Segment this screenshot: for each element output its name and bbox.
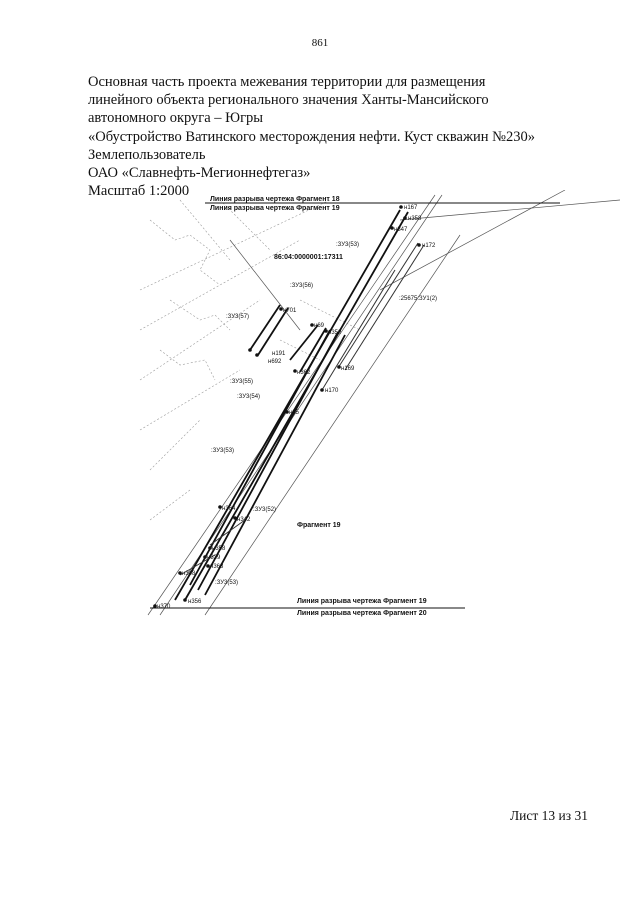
header-line-2: линейного объекта регионального значения… <box>88 92 489 109</box>
point-label: н370 <box>157 604 171 610</box>
parcel-label: :ЗУ3(54) <box>237 394 260 400</box>
page-number: 861 <box>311 37 329 49</box>
point-label: н356 <box>188 599 202 605</box>
sheet-number: Лист 13 из 31 <box>510 808 588 823</box>
break-line-18-label: Линия разрыва чертежа Фрагмент 18 <box>210 196 340 203</box>
point-label: н358 <box>212 546 226 552</box>
cadastral-number: 86:04:0000001:17311 <box>274 254 343 261</box>
parcel-label: :ЗУ3(53) <box>336 242 359 248</box>
point-label: н350 <box>328 330 342 336</box>
header-line-6: ОАО «Славнефть-Мегионнефтегаз» <box>88 165 311 182</box>
parcel-label: :ЗУ3(53) <box>215 580 238 586</box>
point-label: н172 <box>422 243 436 249</box>
header-line-5: Землепользователь <box>88 146 206 163</box>
point-label: н363 <box>210 564 224 570</box>
fragment-label: Фрагмент 19 <box>297 522 341 529</box>
break-line-19-top-label: Линия разрыва чертежа Фрагмент 19 <box>210 205 340 212</box>
point-label: н191 <box>272 351 286 357</box>
point-label: н342 <box>237 517 251 523</box>
point-label: н170 <box>325 388 339 394</box>
terrain-lines <box>139 199 361 521</box>
parcel-lines <box>179 242 425 576</box>
parcel-label: :ЗУ3(55) <box>230 379 253 385</box>
document-header: Основная часть проекта межевания террито… <box>88 73 608 200</box>
boundary-points <box>153 205 421 608</box>
point-label: н364 <box>222 506 236 512</box>
pipeline-corridor <box>174 209 409 601</box>
point-label: н348 <box>182 571 196 577</box>
point-label: н347 <box>394 227 408 233</box>
point-label: н169 <box>341 366 355 372</box>
parcel-label: :ЗУ3(56) <box>290 283 313 289</box>
parcel-label: :ЗУ3(57) <box>226 314 249 320</box>
header-line-7: Масштаб 1:2000 <box>88 183 190 200</box>
header-line-4: «Обустройство Ватинского месторождения н… <box>88 128 535 145</box>
parcel-label: :ЗУ3(52) <box>253 507 276 513</box>
point-label: н339 <box>207 555 221 561</box>
point-label: н35 <box>289 410 300 416</box>
header-line-1: Основная часть проекта межевания террито… <box>88 74 486 90</box>
break-line-19-bottom-label: Линия разрыва чертежа Фрагмент 19 <box>297 598 427 605</box>
point-label: н701 <box>283 308 297 314</box>
point-label: н69 <box>314 323 325 329</box>
point-label: н358 <box>408 216 422 222</box>
parcel-label: :25675:ЗУ1(2) <box>399 296 437 302</box>
point-label: н692 <box>268 359 282 365</box>
survey-drawing: Линия разрыва чертежа Фрагмент 18 Линия … <box>139 190 621 617</box>
point-label: н362 <box>297 370 311 376</box>
point-label: н167 <box>404 205 418 211</box>
break-line-20-label: Линия разрыва чертежа Фрагмент 20 <box>297 610 427 617</box>
parcel-label: :ЗУ3(53) <box>211 448 234 454</box>
header-line-3: автономного округа – Югры <box>88 110 264 127</box>
